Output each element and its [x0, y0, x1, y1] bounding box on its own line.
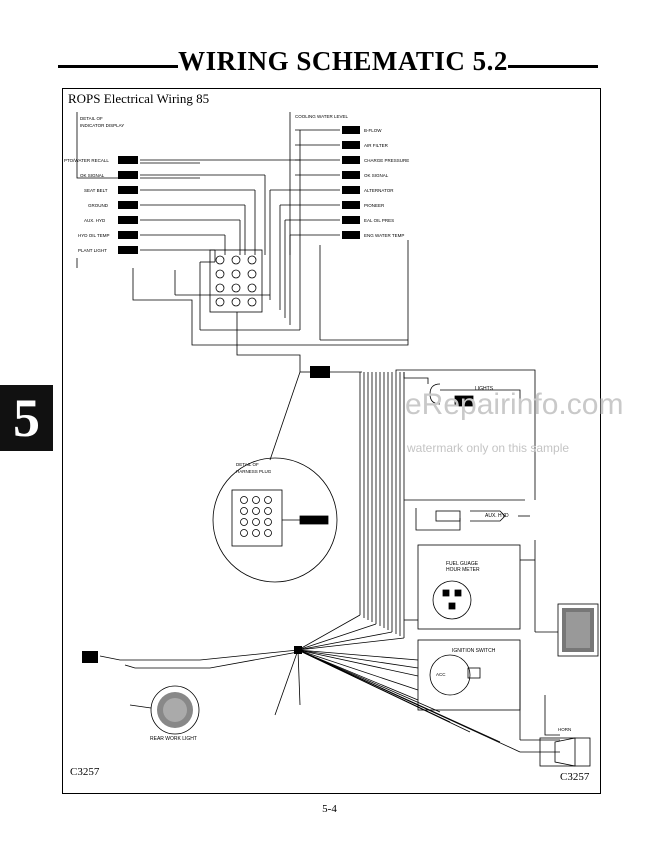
- ignition-switch-dial: [429, 654, 471, 696]
- detail-indicator-line1: DETAIL OF: [80, 116, 103, 121]
- right-label-5: ALTERNATOR: [364, 188, 394, 193]
- connector-right-5: [342, 186, 360, 194]
- harness-plug-detail-circle: [212, 457, 338, 583]
- left-label-7: PLANT LIGHT: [78, 248, 107, 253]
- left-label-5: AUX. HYD: [84, 218, 106, 223]
- connector-right-7: [342, 216, 360, 224]
- diagram-code-right: C3257: [560, 771, 590, 783]
- left-label-2: OK SIGNAL: [80, 173, 105, 178]
- left-label-1: PTO/WATER RECALL: [64, 158, 109, 163]
- right-label-3: CHARGE PRESSURE: [364, 158, 409, 163]
- main-harness-connector: [310, 366, 330, 378]
- top-right-label: COOLING WATER LEVEL: [295, 114, 349, 119]
- right-label-2: AIR FILTER: [364, 143, 389, 148]
- fuel-gauge-box: [417, 544, 521, 630]
- watermark-note: watermark only on this sample: [407, 441, 570, 455]
- detail-indicator-line2: INDICATOR DISPLAY: [80, 123, 124, 128]
- lights-bracket: [429, 383, 441, 405]
- rear-light-connector: [82, 651, 98, 663]
- diagram-code-left: C3257: [70, 766, 100, 778]
- aux-hyd-connector: [435, 510, 461, 522]
- left-label-4: GROUND: [88, 203, 109, 208]
- page-title: WIRING SCHEMATIC 5.2: [178, 46, 508, 77]
- fuel-gauge-label-1: FUEL GUAGE: [446, 561, 479, 567]
- connector-right-3: [342, 156, 360, 164]
- right-label-1: B-FLOW: [364, 128, 382, 133]
- left-label-6: HYD OIL TEMP: [78, 233, 110, 238]
- connector-left-1: [118, 156, 138, 164]
- detail-harness-line1: DETAIL OF: [236, 462, 259, 467]
- title-rule-right: [498, 65, 598, 68]
- horn-body: [539, 737, 591, 767]
- right-label-8: ENG WATER TEMP: [364, 233, 404, 238]
- diagram-frame: [62, 88, 601, 794]
- watermark-site: eRepairinfo.com: [405, 388, 624, 421]
- lights-label: LIGHTS: [475, 386, 494, 392]
- aux-hyd-valve: [470, 510, 506, 522]
- fuel-gauge-label-2: HOUR METER: [446, 567, 480, 573]
- right-label-4: OK SIGNAL: [364, 173, 389, 178]
- ignition-label: IGNITION SWITCH: [452, 648, 496, 654]
- right-label-7: EAL OIL PRES: [364, 218, 394, 223]
- page-number: 5-4: [322, 803, 337, 815]
- connector-left-3: [118, 186, 138, 194]
- connector-left-5: [118, 216, 138, 224]
- indicator-pin-block: [209, 249, 263, 313]
- rear-work-light-label: REAR WORK LIGHT: [150, 736, 197, 742]
- right-work-lamp: [557, 603, 599, 657]
- acc-label: ACC: [436, 672, 446, 677]
- connector-right-8: [342, 231, 360, 239]
- connector-left-4: [118, 201, 138, 209]
- title-bar: WIRING SCHEMATIC 5.2: [58, 46, 598, 86]
- connector-left-6: [118, 231, 138, 239]
- connector-right-6: [342, 201, 360, 209]
- rear-work-light: [129, 685, 200, 735]
- detail-harness-line2: HARNESS PLUG: [236, 469, 272, 474]
- connector-right-1: [342, 126, 360, 134]
- left-label-3: SEAT BELT: [84, 188, 108, 193]
- right-label-6: PIONEER: [364, 203, 385, 208]
- title-rule-left: [58, 65, 188, 68]
- connector-right-2: [342, 141, 360, 149]
- indicator-harness-outline: [132, 240, 409, 346]
- section-tab: 5: [0, 385, 53, 451]
- horn-label: HORN: [558, 727, 571, 732]
- diagram-title: ROPS Electrical Wiring 85: [68, 91, 210, 106]
- fuel-gauge-dial: [432, 580, 472, 620]
- connector-left-7: [118, 246, 138, 254]
- connector-left-2: [118, 171, 138, 179]
- splice-point: [294, 646, 302, 654]
- aux-hyd-label: AUX. HYD: [485, 513, 509, 519]
- connector-right-4: [342, 171, 360, 179]
- indicator-frame-line: [76, 112, 125, 179]
